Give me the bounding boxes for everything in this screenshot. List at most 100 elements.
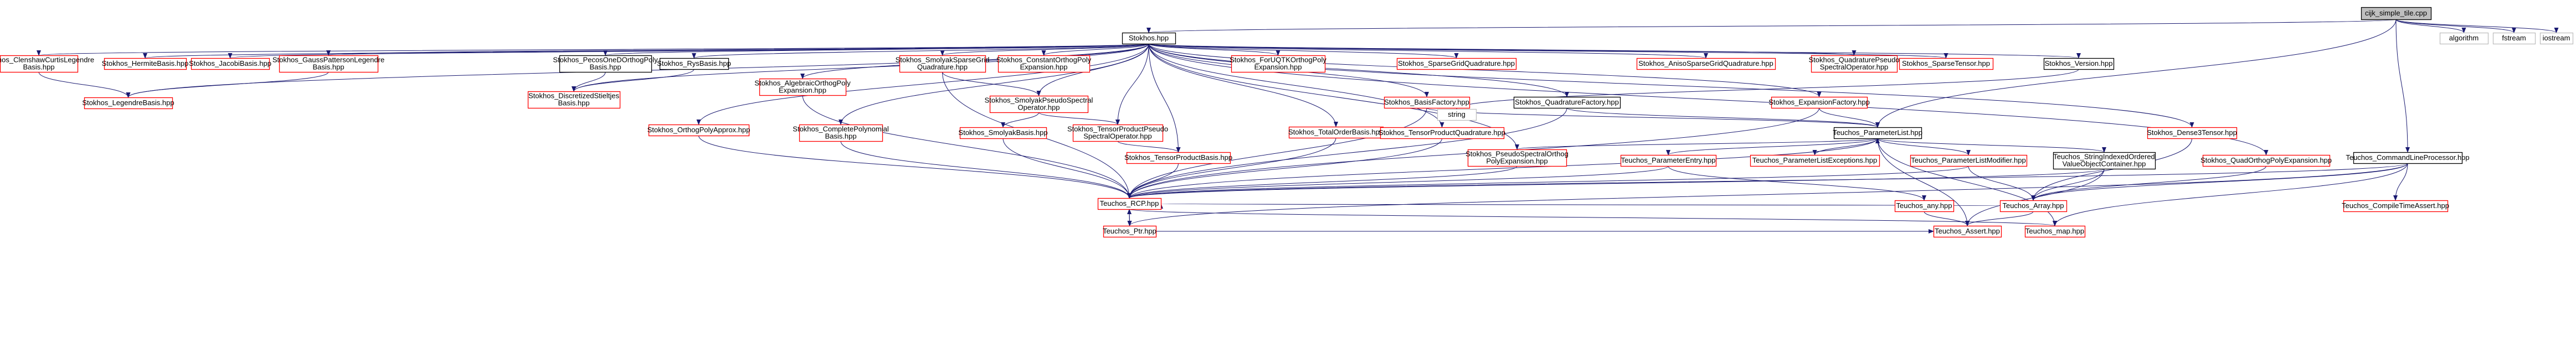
node-label: Expansion.hpp [1020, 63, 1067, 71]
edge-param_list-to-assert [1877, 138, 1970, 226]
node-box [1437, 108, 1477, 121]
node-sg-quad[interactable]: Stokhos_SparseGridQuadrature.hpp [1396, 58, 1517, 70]
node-label: Expansion.hpp [779, 86, 826, 95]
node-box [648, 124, 750, 137]
node-box [2361, 7, 2432, 20]
node-exp-factory[interactable]: Stokhos_ExpansionFactory.hpp [1768, 96, 1870, 109]
edge-stokhos-to-smolyak_sg [940, 43, 1149, 56]
node-box [1833, 127, 1922, 139]
edge-any-to-assert [1924, 211, 1970, 226]
node-label: Stokhos_SparseTensor.hpp [1902, 59, 1990, 68]
node-box [1072, 124, 1164, 142]
edge-root-to-cmdline [2395, 19, 2410, 153]
node-label: Stokhos_CompletePolynomial [793, 125, 889, 133]
node-jacobi[interactable]: Stokhos_JacobiBasis.hpp [189, 58, 271, 70]
node-any[interactable]: Teuchos_any.hpp [1894, 200, 1955, 212]
node-legendre[interactable]: Stokhos_LegendreBasis.hpp [82, 97, 174, 110]
edge-string_indexed-to-array [2031, 168, 2105, 201]
edge-stokhos-to-quad_factory [1148, 43, 1569, 97]
edge-root-to-stokhos [1147, 19, 2397, 33]
node-label: Stokhos_TensorProductQuadrature.hpp [1379, 128, 1505, 137]
node-label: Stokhos_TensorProductPseudo [1067, 125, 1168, 133]
node-box [659, 58, 729, 70]
node-stokhos[interactable]: Stokhos.hpp [1122, 32, 1176, 45]
node-param-modifier[interactable]: Teuchos_ParameterListModifier.hpp [1910, 154, 2028, 167]
node-pseudo-orth[interactable]: Stokhos_PseudoSpectralOrthogPolyExpansio… [1466, 149, 1569, 167]
edge-rcp-to-map [1129, 209, 2056, 226]
node-param-entry[interactable]: Teuchos_ParameterEntry.hpp [1620, 154, 1717, 167]
node-version[interactable]: Stokhos_Version.hpp [2043, 58, 2115, 70]
node-label: Basis.hpp [23, 63, 54, 71]
edge-ptr-to-rcp [1127, 209, 1132, 226]
node-basis-factory[interactable]: Stokhos_BasisFactory.hpp [1384, 96, 1470, 109]
node-array[interactable]: Teuchos_Array.hpp [1999, 200, 2068, 212]
edge-alg_orth-to-rcp [802, 95, 1132, 199]
node-map[interactable]: Teuchos_map.hpp [2024, 225, 2086, 238]
node-box [0, 55, 79, 73]
node-quad-factory[interactable]: Stokhos_QuadratureFactory.hpp [1513, 96, 1621, 109]
node-cmdline[interactable]: Teuchos_CommandLineProcessor.hpp [2346, 152, 2470, 164]
node-tp-quad[interactable]: Stokhos_TensorProductQuadrature.hpp [1379, 127, 1505, 139]
node-box [1636, 58, 1776, 70]
node-box [1999, 200, 2068, 212]
node-hermite[interactable]: Stokhos_HermiteBasis.hpp [102, 58, 189, 70]
node-label: iostream [2543, 34, 2570, 42]
node-box [1899, 58, 1994, 70]
edge-cc_leg-to-legendre [38, 71, 131, 98]
node-box [1231, 55, 1326, 73]
node-rys[interactable]: Stokhos_RysBasis.hpp [657, 58, 731, 70]
edge-param_entry-to-any [1668, 165, 1926, 201]
node-ptr[interactable]: Teuchos_Ptr.hpp [1103, 225, 1157, 238]
node-box [1097, 198, 1162, 210]
node-orth-approx[interactable]: Stokhos_OrthogPolyApprox.hpp [647, 124, 750, 137]
node-assert[interactable]: Teuchos_Assert.hpp [1933, 225, 2002, 238]
node-label: Teuchos_Assert.hpp [1935, 227, 2000, 235]
edge-root-to-algorithm [2395, 19, 2466, 33]
node-label: fstream [2502, 34, 2526, 42]
node-anisosg[interactable]: Stokhos_AnisoSparseGridQuadrature.hpp [1636, 58, 1776, 70]
node-smolyak-basis[interactable]: Stokhos_SmolyakBasis.hpp [958, 127, 1048, 139]
edge-string_indexed-to-rcp [1127, 168, 2105, 199]
node-label: Stokhos_DiscretizedStieltjes [528, 92, 620, 100]
edge-tp_pseudo-to-tp_basis [1117, 141, 1181, 153]
node-sparse-tensor[interactable]: Stokhos_SparseTensor.hpp [1899, 58, 1994, 70]
node-quad-orth[interactable]: Stokhos_QuadOrthogPolyExpansion.hpp [2200, 154, 2332, 167]
node-box [1384, 96, 1470, 109]
node-param-except[interactable]: Teuchos_ParameterListExceptions.hpp [1750, 154, 1880, 167]
node-label: Teuchos_ParameterList.hpp [1833, 128, 1922, 137]
node-tp-pseudo[interactable]: Stokhos_TensorProductPseudoSpectralOpera… [1067, 124, 1168, 142]
node-compile-assert[interactable]: Teuchos_CompileTimeAssert.hpp [2342, 200, 2449, 212]
node-label: Basis.hpp [558, 99, 589, 107]
edge-smolyak_sg-to-smolyak_pseudo [942, 71, 1041, 96]
edge-stokhos-to-exp_factory [1148, 43, 1822, 97]
node-rcp[interactable]: Teuchos_RCP.hpp [1097, 198, 1162, 210]
node-box [998, 55, 1091, 73]
edge-orth_approx-to-rcp [698, 135, 1132, 199]
node-label: Basis.hpp [312, 63, 344, 71]
node-param-list[interactable]: Teuchos_ParameterList.hpp [1833, 127, 1922, 139]
node-label: Stokhos_OrthogPolyApprox.hpp [647, 126, 750, 134]
edge-gp_leg-to-legendre [126, 71, 329, 98]
edge-param_list-to-rcp [1127, 138, 1878, 199]
node-label: Stokhos_AnisoSparseGridQuadrature.hpp [1638, 59, 1773, 68]
node-label: Stokhos_TotalOrderBasis.hpp [1288, 128, 1384, 136]
node-dense-tensor[interactable]: Stokhos_Dense3Tensor.hpp [2147, 127, 2238, 139]
node-string-indexed[interactable]: Teuchos_StringIndexedOrderedValueObjectC… [2053, 152, 2156, 170]
node-tp-basis[interactable]: Stokhos_TensorProductBasis.hpp [1124, 152, 1232, 164]
node-quad-pseudo[interactable]: Stokhos_QuadraturePseudoSpectralOperator… [1808, 55, 1900, 73]
node-smolyak-pseudo[interactable]: Stokhos_SmolyakPseudoSpectralOperator.hp… [985, 95, 1093, 113]
node-total-order[interactable]: Stokhos_TotalOrderBasis.hpp [1288, 126, 1384, 139]
node-label: Stokhos_TensorProductBasis.hpp [1124, 153, 1232, 162]
node-label: Stokhos_HermiteBasis.hpp [102, 59, 189, 68]
edge-quad_orth-to-array [2031, 165, 2266, 201]
